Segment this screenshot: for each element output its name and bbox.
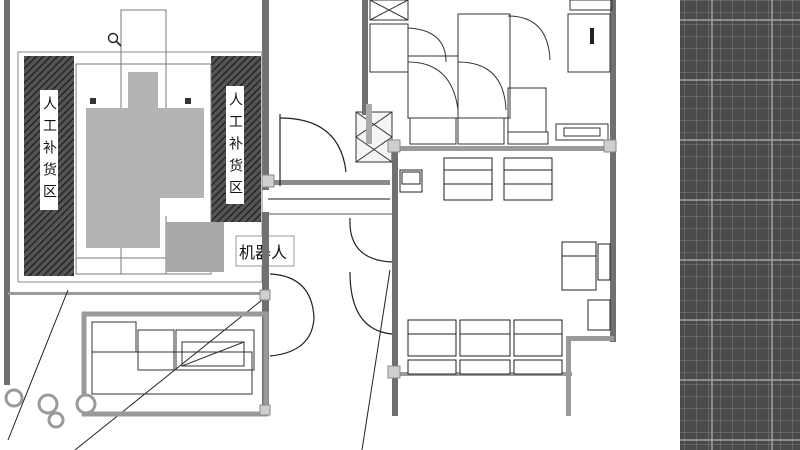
cabinet-row-top — [409, 117, 549, 145]
corridor-post-left — [261, 174, 275, 188]
right-wall-devices — [561, 241, 611, 331]
left-room-wall-bottom — [8, 292, 266, 295]
upper-room-bottom-wall — [366, 104, 372, 144]
right-room-wall-top — [392, 146, 614, 151]
equipment-units-upper — [443, 157, 553, 201]
right-room-wall-right — [610, 0, 616, 342]
equipment-blur-group — [86, 72, 204, 248]
right-room-wall-left — [392, 140, 398, 416]
corridor-wall-mid — [268, 198, 390, 200]
replenish-right-label: 人工补货区 — [227, 92, 243, 202]
side-grid-panel — [680, 0, 800, 450]
upper-room-details — [369, 0, 613, 141]
magnifier-icon — [107, 32, 122, 47]
tree-circles — [4, 388, 97, 429]
bottom-room-frame — [81, 311, 269, 417]
bottom-room-details — [91, 321, 255, 395]
equipment-dark-notch — [160, 198, 174, 216]
upper-device-bar — [590, 28, 594, 44]
door-arcs — [269, 114, 393, 357]
upper-room-wall-left — [362, 0, 368, 115]
left-room-wall-left — [4, 0, 10, 385]
equipment-dark-block — [166, 222, 224, 272]
conveyor-mark-left — [90, 98, 96, 104]
side-grid-major-lines — [680, 0, 800, 450]
corridor-wall-top — [268, 180, 390, 185]
conveyor-mark-right — [185, 98, 191, 104]
replenish-left-label: 人工补货区 — [41, 96, 57, 206]
elevator-box — [355, 111, 393, 163]
left-room-wall-right — [262, 0, 269, 190]
leader-lines — [7, 269, 391, 450]
small-devices-left — [399, 169, 423, 193]
replenish-left-label-bg — [40, 90, 58, 210]
right-room-wall-step — [566, 336, 614, 341]
left-inner-frame — [17, 51, 263, 283]
equipment-units-lower — [407, 319, 563, 375]
replenish-right-label-bg — [226, 86, 244, 204]
wall-posts — [259, 139, 617, 416]
